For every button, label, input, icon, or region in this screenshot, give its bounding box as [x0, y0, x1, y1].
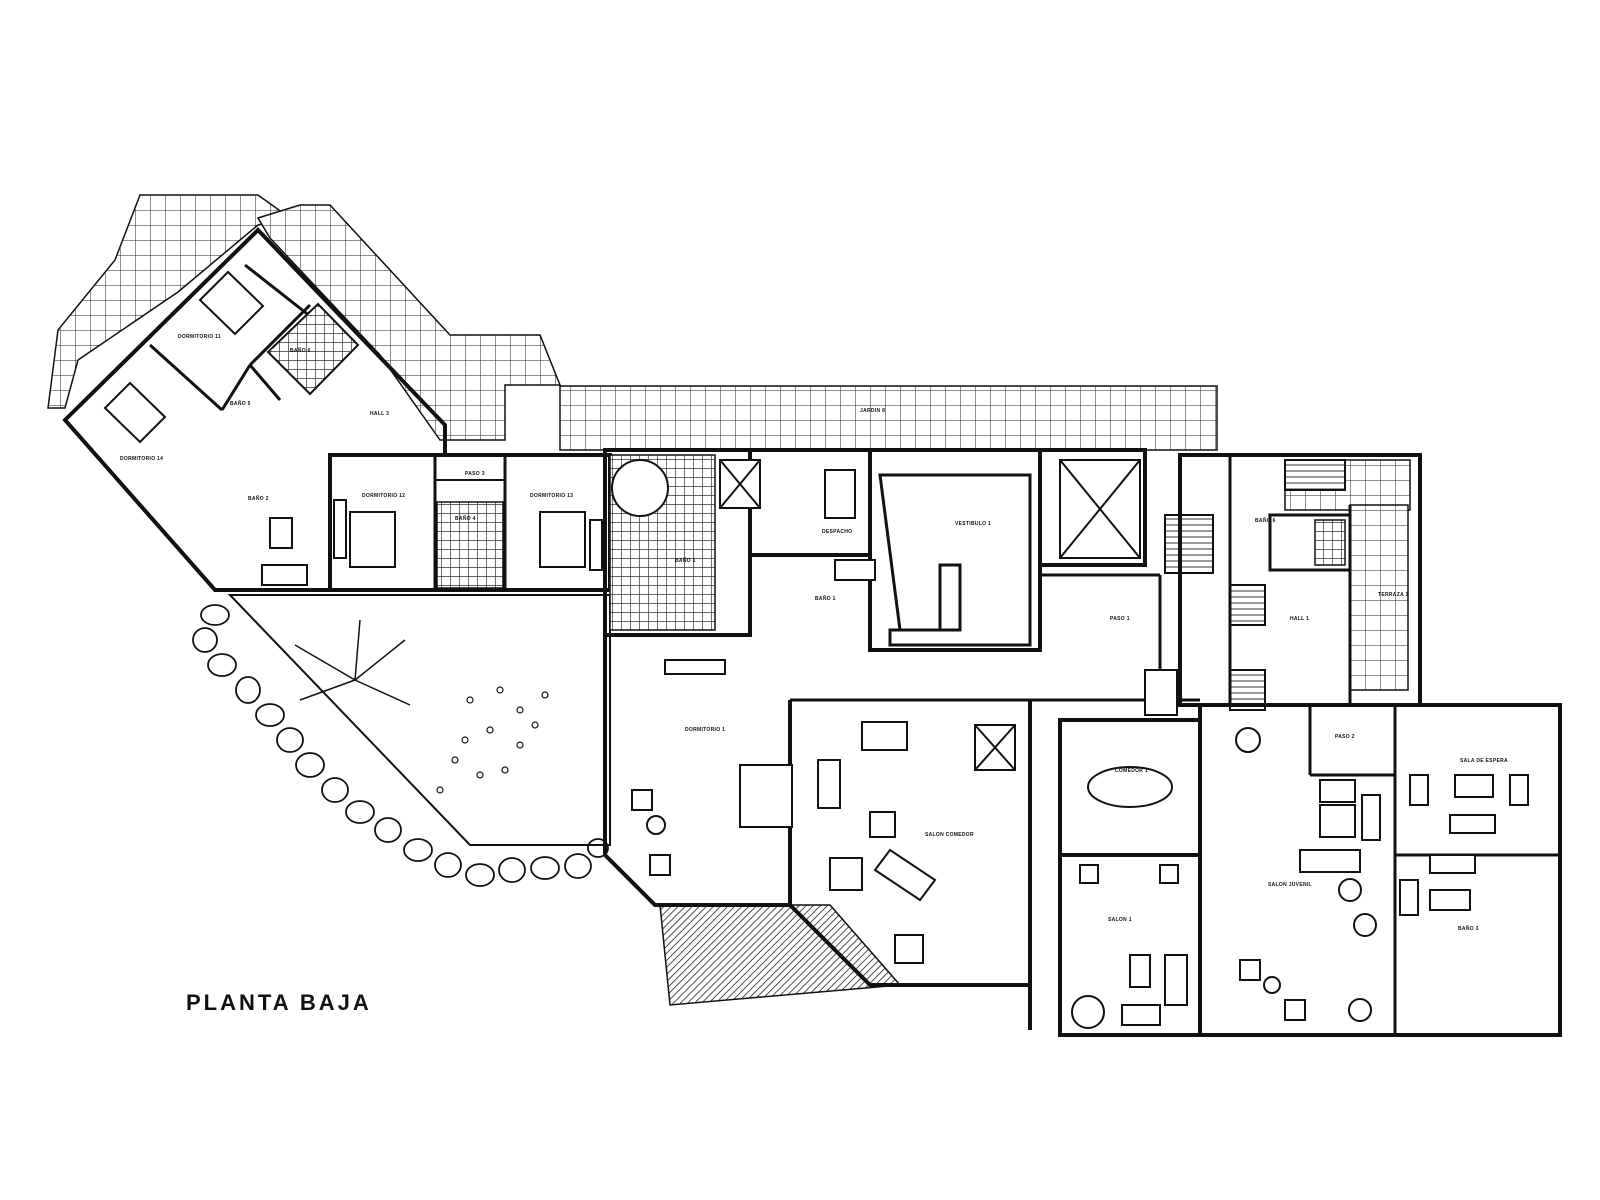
label-despacho: DESPACHO: [822, 529, 852, 535]
label-salon-1: SALON 1: [1108, 917, 1132, 923]
label-bano-1b: BAÑO 1: [815, 595, 836, 602]
comedor-block: [1058, 718, 1202, 1037]
shrub-dots: [436, 686, 549, 794]
label-bano-6: BAÑO 6: [1255, 517, 1276, 524]
bath-tiles-left: [266, 302, 360, 396]
room-labels: DORMITORIO 11 BAÑO 6 BAÑO 5 HALL 3 DORMI…: [120, 334, 1508, 932]
label-hall-3: HALL 3: [370, 411, 389, 417]
label-hall-1: HALL 1: [1290, 616, 1309, 622]
label-bano-5: BAÑO 5: [230, 400, 251, 407]
label-sala-espera: SALA DE ESPERA: [1460, 758, 1508, 764]
salon-comedor-furniture: [817, 721, 937, 964]
beds-mid: [333, 499, 603, 571]
comedor-furniture: [1071, 766, 1188, 1029]
right-block-walls: [1178, 453, 1562, 1037]
sala-espera-furniture: [1399, 774, 1529, 916]
plan-title: PLANTA BAJA: [186, 990, 372, 1015]
lightwell: [719, 459, 1141, 771]
terrace-grid-right: [1349, 504, 1409, 691]
label-dormitorio-13: DORMITORIO 13: [530, 493, 573, 499]
bath-tiles-mid: [436, 501, 504, 589]
label-paso-1: PASO 1: [1110, 616, 1130, 622]
roof-hatched: [659, 904, 902, 1006]
label-paso-3: PASO 3: [465, 471, 485, 477]
desk: [824, 469, 876, 581]
label-comedor: COMEDOR 1: [1115, 768, 1148, 774]
label-bano-6-upper: BAÑO 6: [290, 347, 311, 354]
label-jardin: JARDIN 8: [860, 408, 885, 414]
garden: [192, 594, 611, 887]
label-salon-comedor: SALON COMEDOR: [925, 832, 974, 838]
label-terraza: TERRAZA 1: [1378, 592, 1409, 598]
dorm1-furniture: [631, 659, 793, 876]
stone-border: [192, 604, 609, 887]
label-bano-2: BAÑO 2: [248, 495, 269, 502]
label-bano-3: BAÑO 3: [1458, 925, 1479, 932]
label-salon-juvenil: SALON JUVENIL: [1268, 882, 1312, 888]
palm-tree: [294, 619, 411, 706]
label-dormitorio-12: DORMITORIO 12: [362, 493, 405, 499]
label-dormitorio-11: DORMITORIO 11: [178, 334, 221, 340]
main-block-walls: [603, 448, 1200, 1030]
bathtub-round: [611, 459, 669, 517]
vestibule-inner: [878, 473, 1032, 647]
bath-tiles-right: [1314, 519, 1346, 566]
label-bano-1: BAÑO 1: [675, 557, 696, 564]
label-dormitorio-14: DORMITORIO 14: [120, 456, 163, 462]
terrace-grid-top: [559, 385, 1218, 451]
label-vestibulo: VESTIBULO 1: [955, 521, 991, 527]
bed-dorm11: [103, 270, 308, 586]
label-dormitorio-1: DORMITORIO 1: [685, 727, 725, 733]
label-paso-2: PASO 2: [1335, 734, 1355, 740]
label-bano-4: BAÑO 4: [455, 515, 476, 522]
salon-juvenil-furniture: [1235, 727, 1381, 1022]
